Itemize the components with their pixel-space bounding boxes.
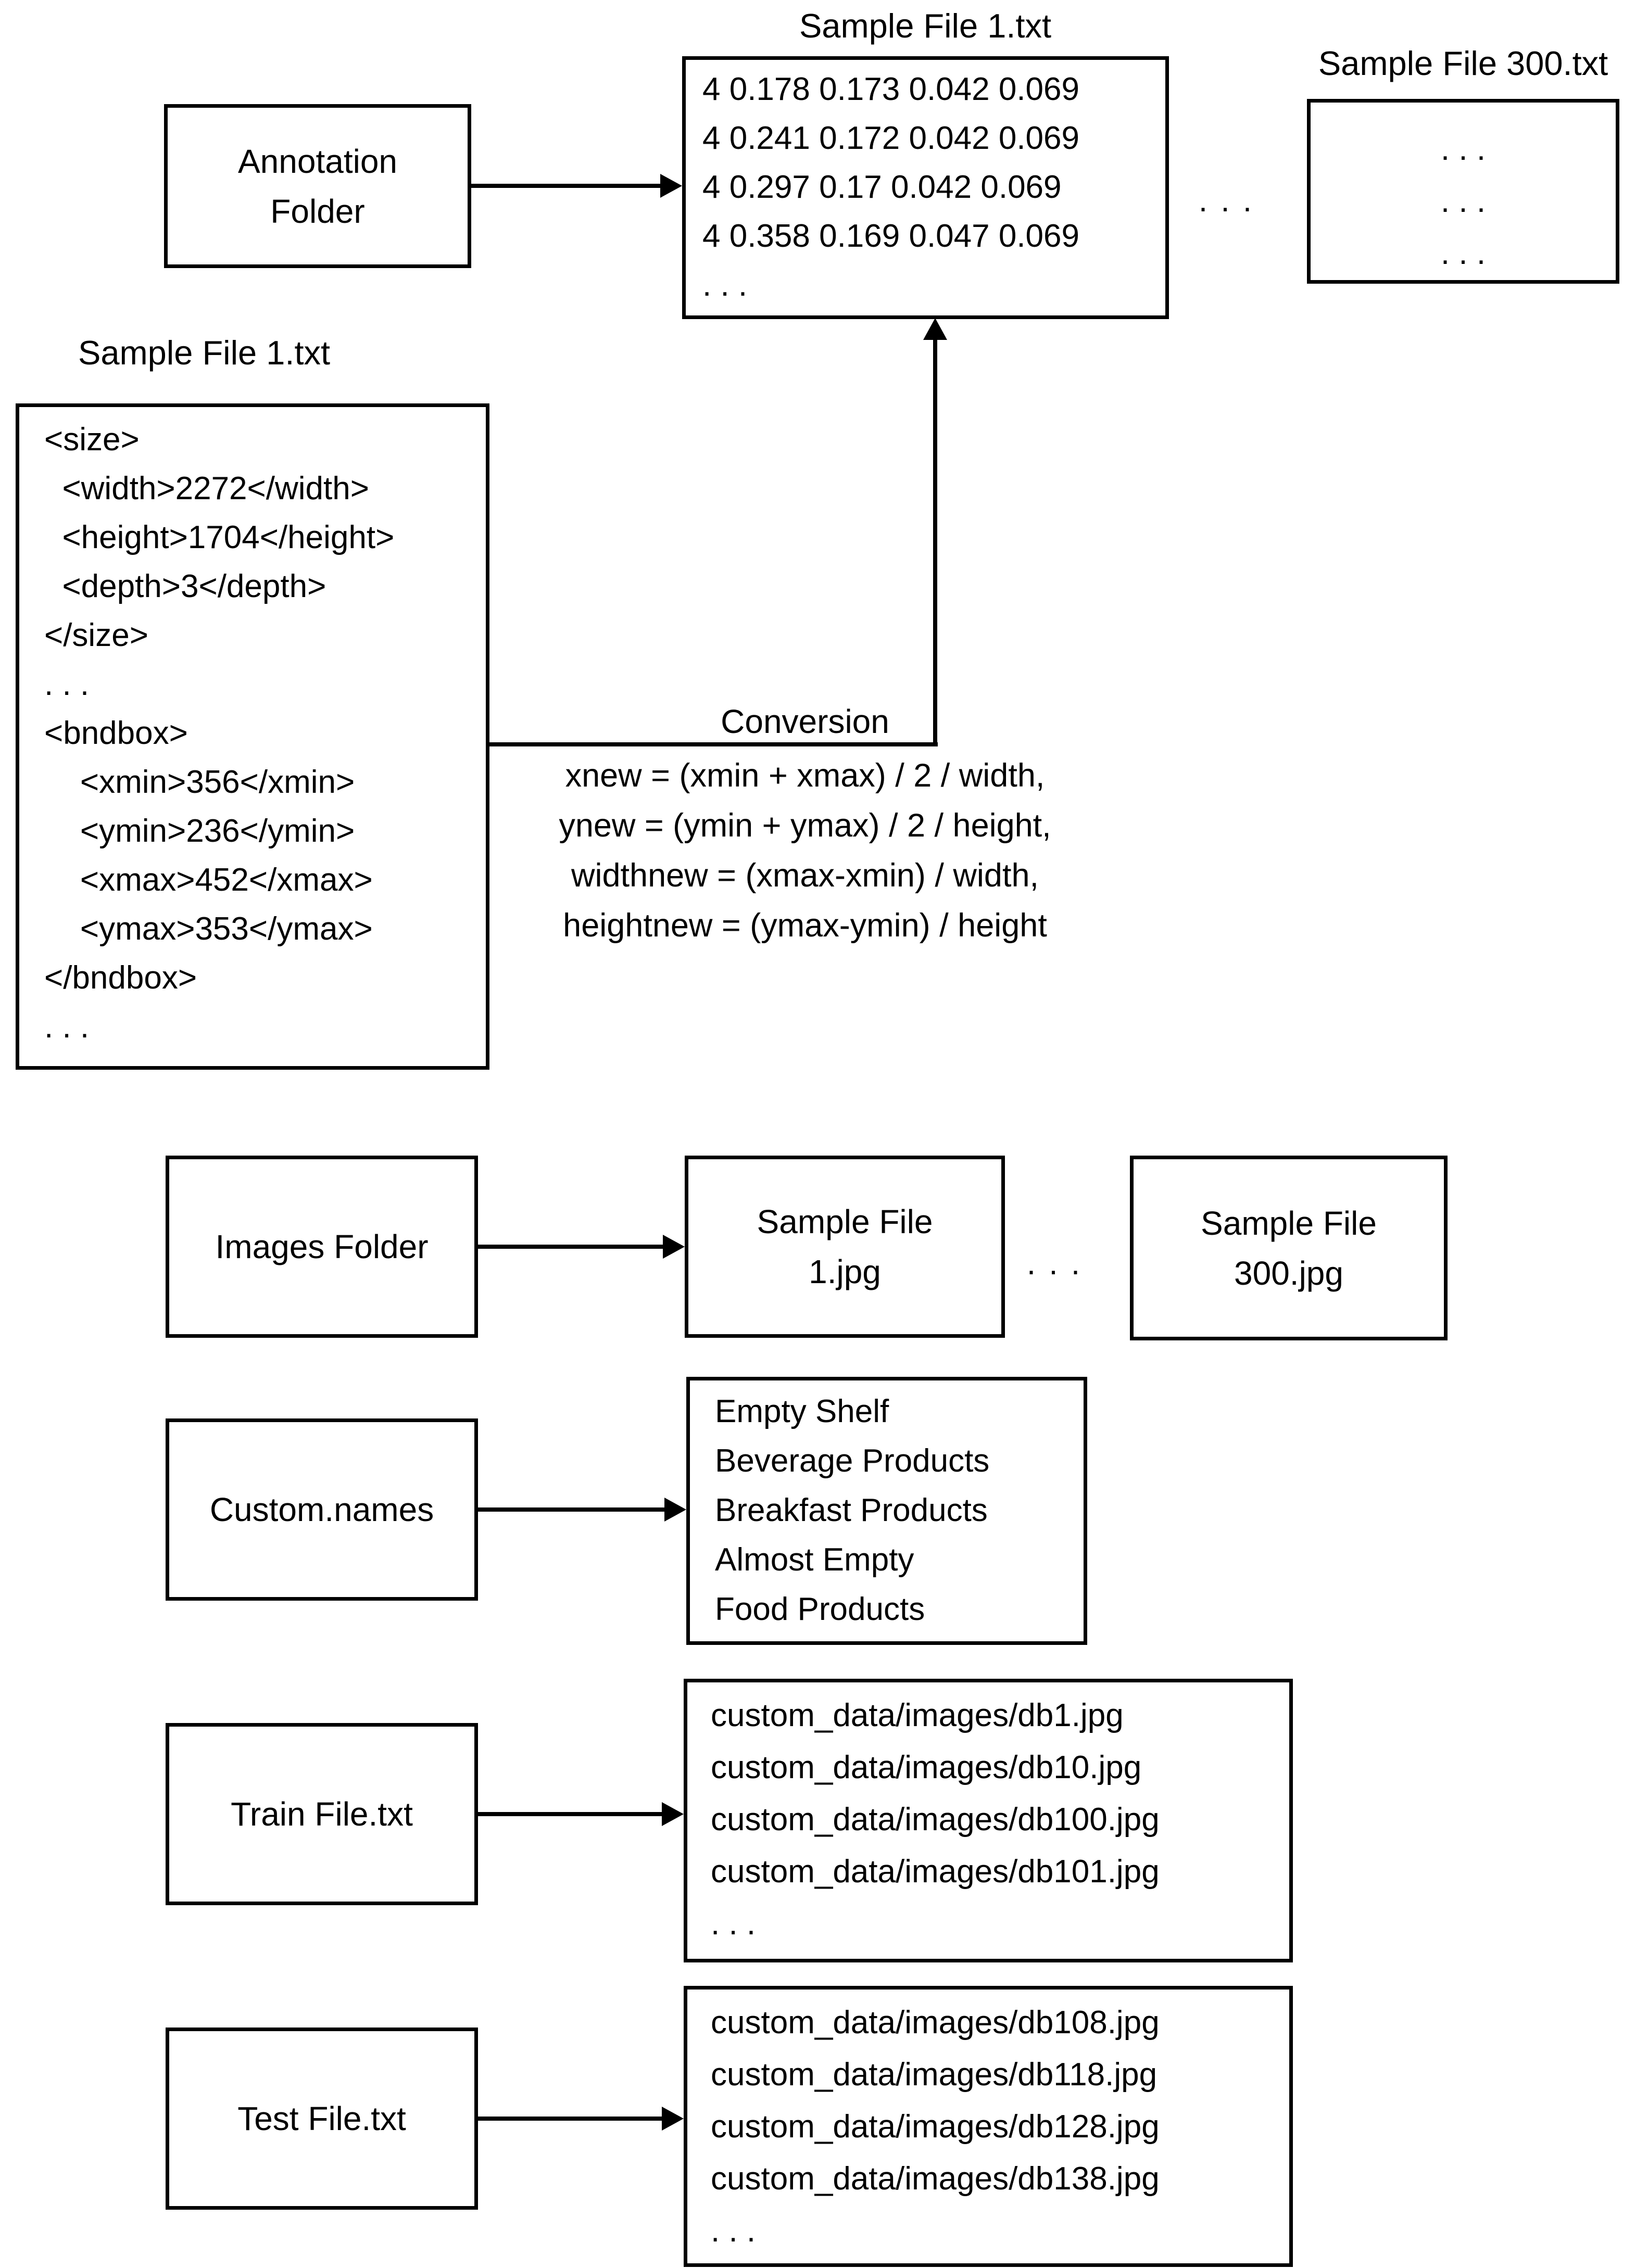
- annotation-sample300-content: . . . . . . . . .: [1311, 123, 1616, 280]
- class-name-line: Almost Empty: [715, 1542, 914, 1578]
- ellipsis-line: . . .: [702, 267, 748, 303]
- test-path-line: custom_data/images/db118.jpg: [711, 2057, 1158, 2093]
- xml-sample1-box: <size> <width>2272</width> <height>1704<…: [16, 403, 489, 1070]
- annotation-folder-box: Annotation Folder: [164, 104, 471, 268]
- conversion-formula: xnew = (xmin + xmax) / 2 / width,: [565, 757, 1045, 794]
- train-path-line: custom_data/images/db10.jpg: [711, 1750, 1142, 1785]
- sample1jpg-box: Sample File 1.jpg: [685, 1156, 1005, 1338]
- ellipsis-line: . . .: [44, 666, 90, 702]
- sample300jpg-label-line: Sample File: [1201, 1204, 1377, 1242]
- train-file-label: Train File.txt: [231, 1795, 413, 1833]
- xml-line: <depth>3</depth>: [44, 568, 326, 604]
- arrow-train-to-list-head: [662, 1802, 684, 1826]
- conversion-formula: widthnew = (xmax-xmin) / width,: [571, 857, 1039, 894]
- arrow-images-to-sample1jpg-head: [663, 1235, 685, 1259]
- test-file-box: Test File.txt: [166, 2028, 478, 2210]
- train-list-box: custom_data/images/db1.jpg custom_data/i…: [684, 1679, 1293, 1962]
- ellipsis-line: . . .: [44, 1009, 90, 1045]
- test-path-line: custom_data/images/db138.jpg: [711, 2161, 1160, 2197]
- arrow-test-to-list-line: [478, 2117, 662, 2121]
- xml-line: <xmax>452</xmax>: [44, 862, 373, 898]
- conversion-elbow-vline: [933, 337, 937, 746]
- xml-line: </bndbox>: [44, 960, 197, 996]
- annotation-sample300-title: Sample File 300.txt: [1318, 44, 1608, 82]
- test-path-line: custom_data/images/db128.jpg: [711, 2109, 1160, 2145]
- arrow-images-to-sample1jpg-line: [478, 1245, 664, 1249]
- annotation-folder-label-line: Annotation: [237, 142, 398, 180]
- conversion-elbow-hline: [489, 742, 938, 746]
- annotation-sample1-box: 4 0.178 0.173 0.042 0.069 4 0.241 0.172 …: [682, 56, 1169, 319]
- annotation-sample1-title: Sample File 1.txt: [799, 7, 1052, 45]
- test-list-box: custom_data/images/db108.jpg custom_data…: [684, 1986, 1293, 2267]
- annotation-line: 4 0.178 0.173 0.042 0.069: [702, 71, 1079, 107]
- annotation-sample300-box: . . . . . . . . .: [1307, 99, 1619, 284]
- class-name-line: Empty Shelf: [715, 1393, 889, 1429]
- arrow-annotation-to-sample1-line: [471, 184, 662, 188]
- xml-sample1-title: Sample File 1.txt: [78, 334, 331, 372]
- annotation-line: 4 0.358 0.169 0.047 0.069: [702, 218, 1079, 254]
- xml-line: <width>2272</width>: [44, 471, 369, 506]
- sample300jpg-label-line: 300.jpg: [1234, 1254, 1343, 1292]
- sample1jpg-label-line: 1.jpg: [809, 1253, 881, 1290]
- annotation-sample1-content: 4 0.178 0.173 0.042 0.069 4 0.241 0.172 …: [702, 65, 1079, 310]
- annotation-line: 4 0.297 0.17 0.042 0.069: [702, 169, 1062, 205]
- train-path-line: custom_data/images/db101.jpg: [711, 1854, 1160, 1890]
- class-names-content: Empty Shelf Beverage Products Breakfast …: [715, 1387, 989, 1634]
- xml-line: <bndbox>: [44, 715, 188, 751]
- test-path-line: custom_data/images/db108.jpg: [711, 2005, 1160, 2041]
- arrow-names-to-classes-head: [664, 1498, 686, 1522]
- annotation-line: 4 0.241 0.172 0.042 0.069: [702, 120, 1079, 156]
- test-file-label: Test File.txt: [237, 2100, 406, 2137]
- annotation-folder-label-line: Folder: [270, 192, 365, 230]
- ellipsis-line: . . .: [1440, 183, 1486, 219]
- sample1jpg-label-line: Sample File: [757, 1203, 933, 1240]
- train-path-line: custom_data/images/db100.jpg: [711, 1802, 1160, 1838]
- custom-names-label: Custom.names: [209, 1491, 434, 1528]
- xml-sample1-content: <size> <width>2272</width> <height>1704<…: [44, 415, 394, 1051]
- xml-line: </size>: [44, 617, 148, 653]
- ellipsis-line: . . .: [1440, 235, 1486, 271]
- ellipsis-between-jpg-files: . . .: [1026, 1246, 1083, 1282]
- ellipsis-line: . . .: [711, 2213, 756, 2249]
- images-folder-label: Images Folder: [215, 1228, 429, 1265]
- arrow-names-to-classes-line: [478, 1507, 665, 1512]
- arrow-test-to-list-head: [662, 2107, 684, 2131]
- conversion-arrow-head: [923, 318, 947, 340]
- train-file-box: Train File.txt: [166, 1723, 478, 1905]
- xml-line: <xmin>356</xmin>: [44, 764, 355, 800]
- class-name-line: Breakfast Products: [715, 1492, 988, 1528]
- ellipsis-line: . . .: [1440, 131, 1486, 167]
- class-name-line: Food Products: [715, 1591, 925, 1627]
- xml-line: <ymin>236</ymin>: [44, 813, 355, 849]
- xml-line: <height>1704</height>: [44, 520, 395, 555]
- conversion-formula: ynew = (ymin + ymax) / 2 / height,: [559, 807, 1051, 844]
- sample300jpg-box: Sample File 300.jpg: [1130, 1156, 1448, 1340]
- train-path-line: custom_data/images/db1.jpg: [711, 1697, 1124, 1733]
- arrow-train-to-list-line: [478, 1812, 662, 1816]
- xml-line: <ymax>353</ymax>: [44, 911, 373, 947]
- class-names-box: Empty Shelf Beverage Products Breakfast …: [686, 1377, 1087, 1645]
- arrow-annotation-to-sample1-head: [660, 174, 682, 198]
- ellipsis-line: . . .: [711, 1906, 756, 1942]
- custom-names-box: Custom.names: [166, 1418, 478, 1601]
- images-folder-box: Images Folder: [166, 1156, 478, 1338]
- conversion-formulas: xnew = (xmin + xmax) / 2 / width, ynew =…: [519, 751, 1091, 951]
- xml-line: <size>: [44, 422, 140, 458]
- test-list-content: custom_data/images/db108.jpg custom_data…: [711, 1997, 1160, 2257]
- conversion-title: Conversion: [721, 703, 889, 740]
- class-name-line: Beverage Products: [715, 1443, 990, 1479]
- conversion-formula: heightnew = (ymax-ymin) / height: [563, 907, 1047, 944]
- ellipsis-between-txt-files: . . .: [1198, 183, 1254, 219]
- train-list-content: custom_data/images/db1.jpg custom_data/i…: [711, 1690, 1160, 1950]
